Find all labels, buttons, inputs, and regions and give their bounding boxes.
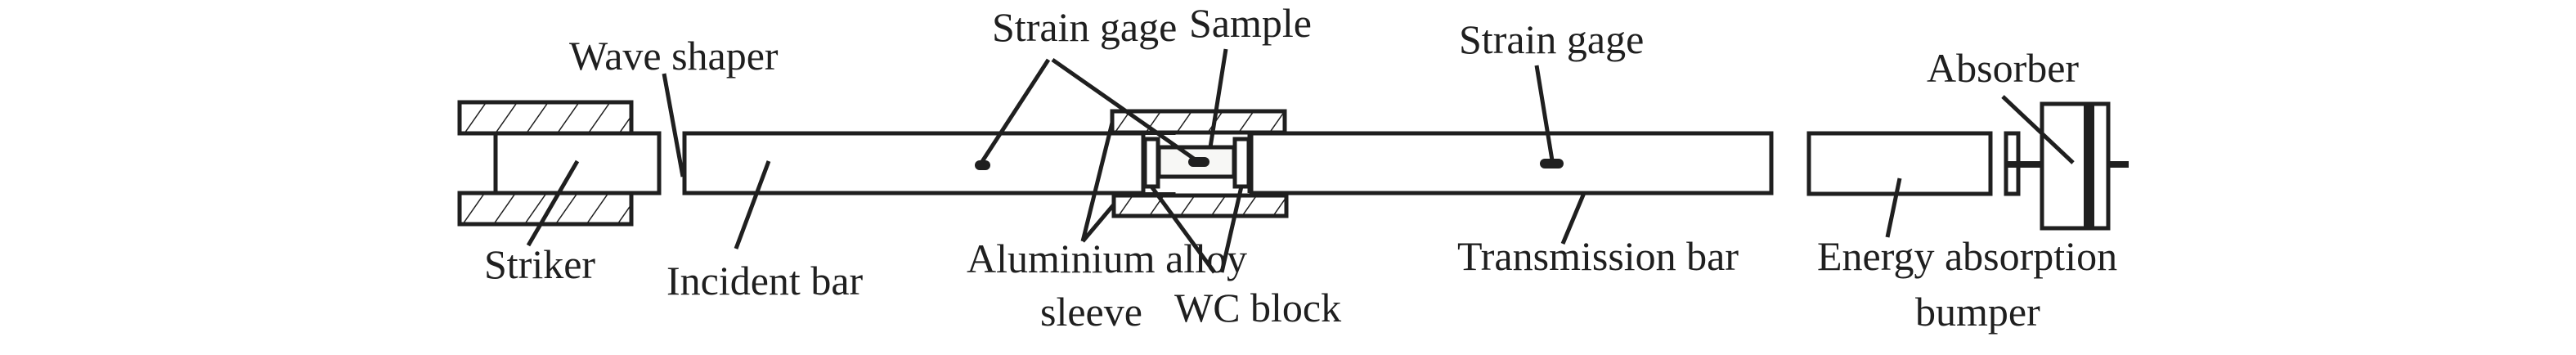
label-wave-shaper: Wave shaper <box>569 33 779 79</box>
leader-incident-bar <box>734 160 771 249</box>
wc-block-left <box>1142 137 1160 189</box>
label-aluminium-sleeve-line2: sleeve <box>1040 289 1142 335</box>
leader-strain-gage-left-2 <box>1051 57 1196 161</box>
leader-strain-gage-left-1 <box>979 58 1051 164</box>
label-wc-block: WC block <box>1174 285 1341 330</box>
label-aluminium-sleeve-line1: Aluminium alloy <box>967 236 1247 281</box>
label-incident-bar: Incident bar <box>666 258 864 303</box>
label-absorber: Absorber <box>1927 45 2079 91</box>
aluminium-sleeve-bottom <box>1111 193 1289 218</box>
striker-guide-top <box>457 100 634 136</box>
absorber-assembly <box>2004 101 2129 231</box>
leader-strain-gage-right <box>1534 65 1555 161</box>
transmission-bar <box>1249 131 1774 195</box>
label-striker: Striker <box>484 241 595 287</box>
leader-wc-block-right <box>1219 186 1244 273</box>
leader-sample <box>1208 48 1228 148</box>
leader-wave-shaper <box>662 73 685 178</box>
label-strain-gage-left: Strain gage <box>992 4 1177 50</box>
label-transmission-bar: Transmission bar <box>1457 233 1739 279</box>
leader-aluminium-sleeve-1 <box>1080 122 1115 242</box>
wc-block-right <box>1232 137 1251 189</box>
absorber-core <box>2084 104 2094 228</box>
leader-energy-bumper <box>1885 178 1902 238</box>
striker-assembly <box>457 100 662 227</box>
leader-striker <box>526 160 580 247</box>
leader-wc-block-left <box>1149 185 1217 274</box>
leader-aluminium-sleeve-2 <box>1081 203 1115 243</box>
label-strain-gage-right: Strain gage <box>1459 16 1644 62</box>
leader-absorber <box>2001 95 2075 164</box>
label-sample: Sample <box>1189 0 1312 46</box>
label-energy-bumper-line1: Energy absorption <box>1817 233 2117 279</box>
label-energy-bumper-line2: bumper <box>1915 289 2040 335</box>
leader-transmission-bar <box>1560 192 1586 245</box>
sample <box>1156 145 1236 179</box>
absorber-housing <box>2040 101 2111 231</box>
